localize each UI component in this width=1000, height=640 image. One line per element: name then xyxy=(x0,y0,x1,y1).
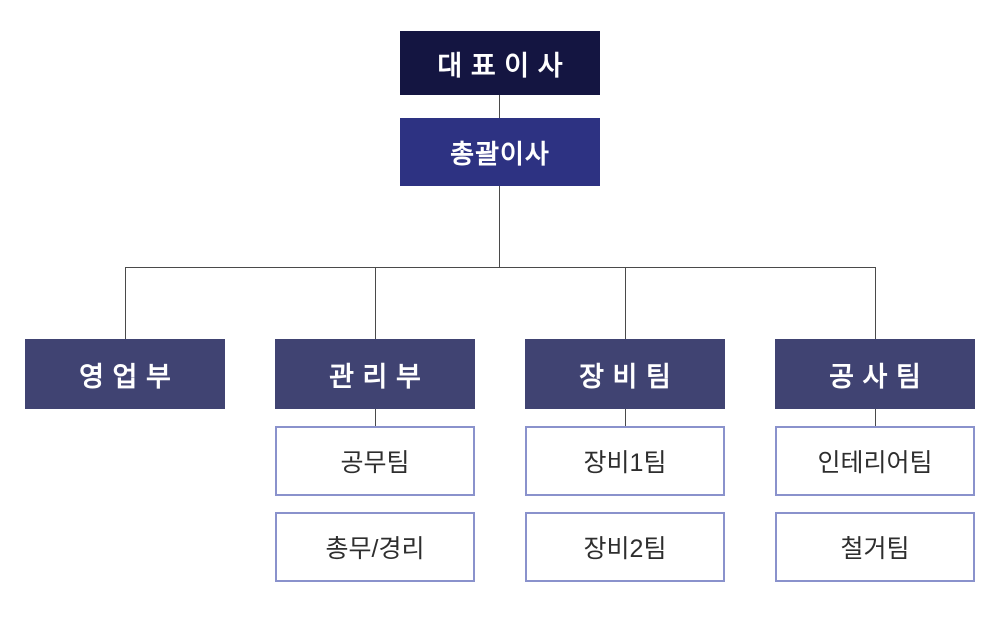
org-node-team-equipment-1: 장비1팀 xyxy=(525,426,725,496)
connector-equipment-to-teams xyxy=(625,409,626,426)
org-node-team-equipment-2-label: 장비2팀 xyxy=(583,535,667,563)
org-node-team-interior: 인테리어팀 xyxy=(775,426,975,496)
org-node-dept-construction: 공사팀 xyxy=(775,339,975,409)
connector-ceo-to-exec xyxy=(499,95,500,118)
org-node-dept-sales-label: 영업부 xyxy=(79,361,180,392)
org-node-team-public-works: 공무팀 xyxy=(275,426,475,496)
org-node-team-public-works-label: 공무팀 xyxy=(340,449,410,477)
connector-construction-to-teams xyxy=(875,409,876,426)
org-node-ceo-label: 대표이사 xyxy=(437,50,572,81)
connector-drop-equipment xyxy=(625,267,626,339)
connector-drop-management xyxy=(375,267,376,339)
org-node-team-general-affairs-accounting: 총무/경리 xyxy=(275,512,475,582)
org-node-team-equipment-1-label: 장비1팀 xyxy=(583,449,667,477)
org-node-ceo: 대표이사 xyxy=(400,31,600,95)
org-node-team-demolition-label: 철거팀 xyxy=(840,535,910,563)
org-node-dept-equipment-label: 장비팀 xyxy=(579,361,680,392)
org-node-dept-management: 관리부 xyxy=(275,339,475,409)
connector-drop-construction xyxy=(875,267,876,339)
org-node-dept-management-label: 관리부 xyxy=(329,361,430,392)
org-node-team-interior-label: 인테리어팀 xyxy=(817,449,933,477)
org-node-team-equipment-2: 장비2팀 xyxy=(525,512,725,582)
org-node-executive-director-label: 총괄이사 xyxy=(450,138,550,169)
org-node-team-demolition: 철거팀 xyxy=(775,512,975,582)
connector-exec-trunk xyxy=(499,186,500,267)
org-node-dept-construction-label: 공사팀 xyxy=(829,361,930,392)
connector-horizontal-rail xyxy=(125,267,876,268)
org-node-dept-sales: 영업부 xyxy=(25,339,225,409)
org-node-executive-director: 총괄이사 xyxy=(400,118,600,186)
org-node-team-general-affairs-accounting-label: 총무/경리 xyxy=(325,535,425,563)
connector-management-to-teams xyxy=(375,409,376,426)
connector-drop-sales xyxy=(125,267,126,339)
org-node-dept-equipment: 장비팀 xyxy=(525,339,725,409)
